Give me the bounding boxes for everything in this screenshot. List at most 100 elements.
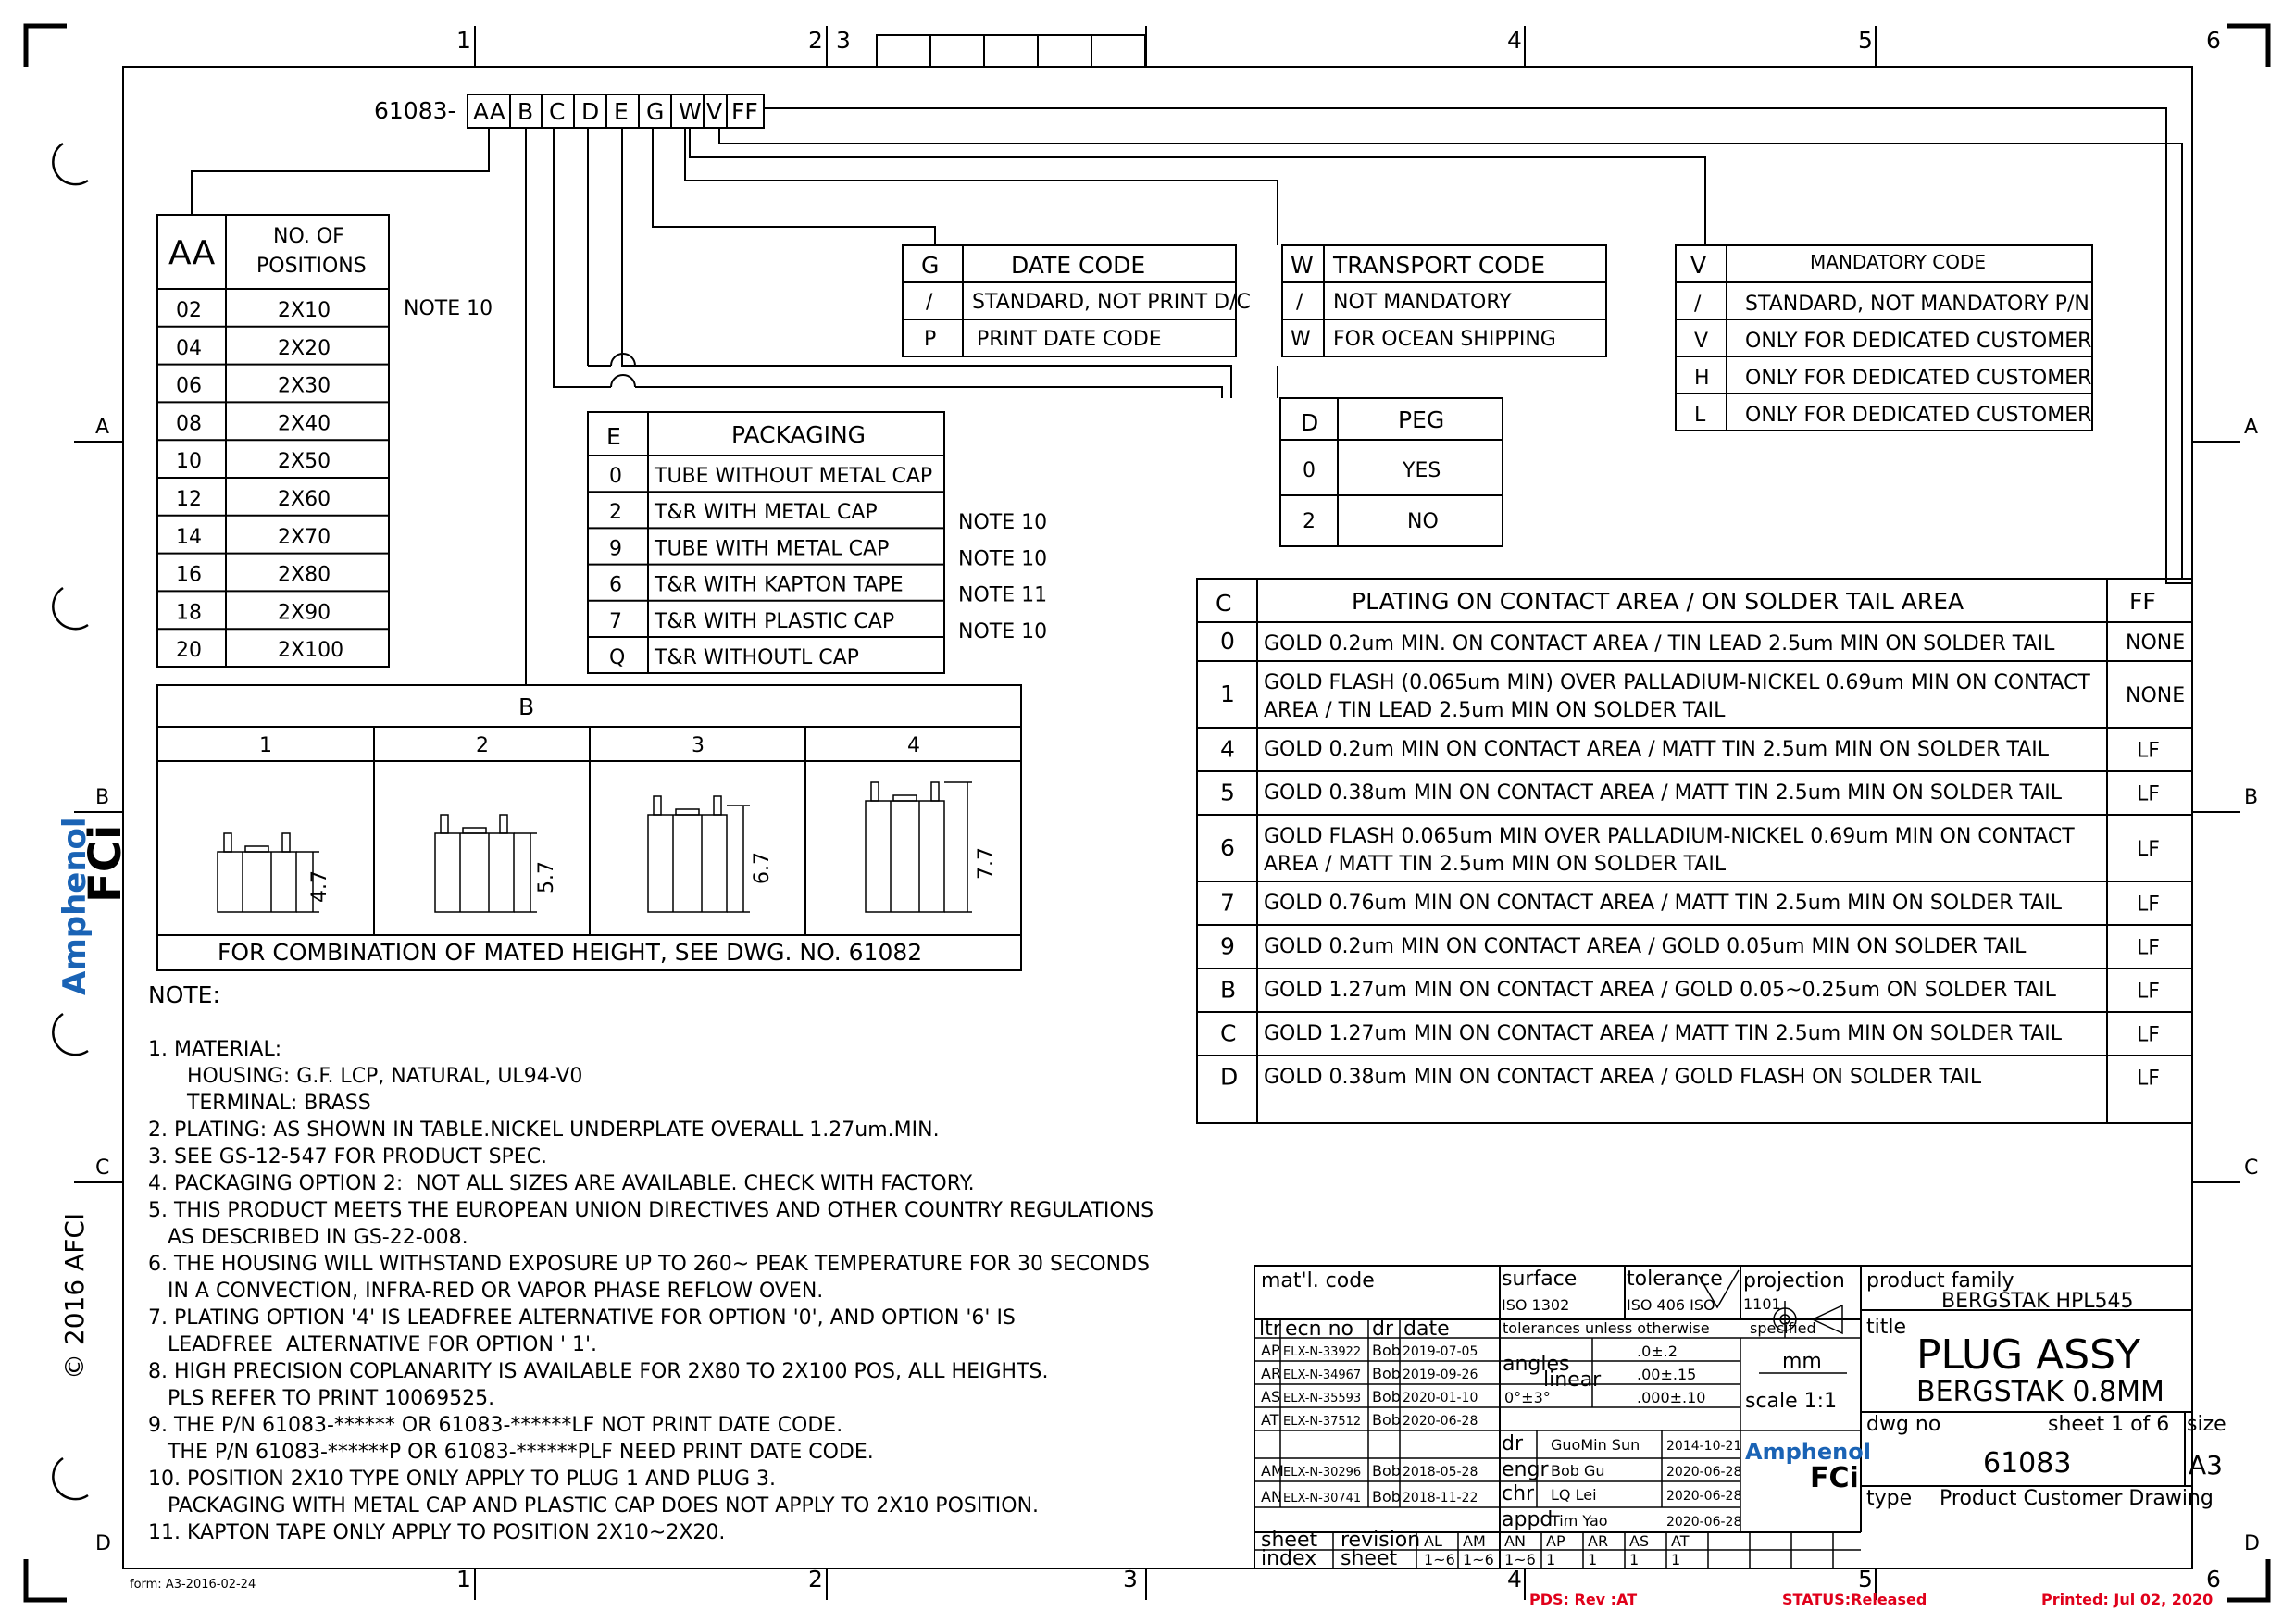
d-title: PEG xyxy=(1398,406,1444,433)
rev-date: 2020-06-28 xyxy=(1403,1414,1478,1429)
dwg-no-label: dwg no xyxy=(1866,1413,1940,1436)
e-row-code: 9 xyxy=(609,537,622,560)
titleblock-brand-fci: FCi xyxy=(1810,1462,1859,1494)
col-label: 2 xyxy=(808,27,823,54)
e-row-note: NOTE 11 xyxy=(958,584,1047,607)
projection-num: 1101 xyxy=(1743,1295,1781,1313)
note-line: AS DESCRIBED IN GS-22-008. xyxy=(148,1226,468,1249)
table-v: V MANDATORY CODE /STANDARD, NOT MANDATOR… xyxy=(1675,244,2093,431)
c-row-desc: GOLD 0.2um MIN ON CONTACT AREA / GOLD 0.… xyxy=(1264,935,2027,958)
c-row-ff: LF xyxy=(2137,1068,2160,1091)
rev-ltr: AS xyxy=(1261,1388,1280,1405)
row-label: A xyxy=(2244,416,2258,439)
e-row-code: 7 xyxy=(609,610,622,633)
g-row-desc: PRINT DATE CODE xyxy=(977,328,1162,351)
tol-val: .000±.10 xyxy=(1637,1389,1705,1406)
product-family: BERGSTAK HPL545 xyxy=(1941,1290,2134,1313)
index-row-cell: sheet xyxy=(1341,1547,1397,1570)
row-label: A xyxy=(95,416,109,439)
rev-date: 2018-11-22 xyxy=(1403,1491,1478,1505)
leader-lines xyxy=(191,107,2192,685)
aa-row-code: 02 xyxy=(176,299,202,322)
drawing-title-1: PLUG ASSY xyxy=(1916,1331,2140,1379)
printed-date: Printed: Jul 02, 2020 xyxy=(2041,1591,2213,1608)
rev-dr: Bob xyxy=(1372,1365,1401,1382)
c-row-ff: LF xyxy=(2137,783,2160,806)
row-label: C xyxy=(95,1156,109,1180)
form-label: form: A3-2016-02-24 xyxy=(130,1578,256,1592)
corner-marks xyxy=(23,23,2271,1603)
frame-ticks xyxy=(74,26,2240,1600)
v-row-code: V xyxy=(1694,330,1708,353)
note-line: 3. SEE GS-12-547 FOR PRODUCT SPEC. xyxy=(148,1145,547,1168)
table-b: B 1 2 3 4 FOR COMBINATION OF MATED HEIGH… xyxy=(156,684,1022,971)
c-row-ff: LF xyxy=(2137,893,2160,917)
aa-row-code: 20 xyxy=(176,639,202,662)
rev-header: dr xyxy=(1372,1318,1394,1341)
e-row-code: Q xyxy=(609,646,625,669)
notes: NOTE: 1. MATERIAL: HOUSING: G.F. LCP, NA… xyxy=(148,981,1154,1544)
c-row-desc: GOLD FLASH 0.065um MIN OVER PALLADIUM-NI… xyxy=(1264,825,2075,848)
sheet-text: sheet 1 of 6 xyxy=(2048,1413,2169,1436)
col-label: 3 xyxy=(836,27,851,54)
g-title: DATE CODE xyxy=(1011,252,1145,279)
c-row-code: 6 xyxy=(1220,834,1235,861)
rev-ltr: AN xyxy=(1261,1488,1282,1505)
aa-row-code: 10 xyxy=(176,450,202,473)
note-line: 4. PACKAGING OPTION 2: NOT ALL SIZES ARE… xyxy=(148,1172,975,1195)
c-row-desc: AREA / TIN LEAD 2.5um MIN ON SOLDER TAIL xyxy=(1264,699,1726,722)
part-cell: V xyxy=(706,98,722,125)
size-label: size xyxy=(2187,1413,2226,1436)
rev-dr: Bob xyxy=(1372,1462,1401,1480)
v-row-desc: ONLY FOR DEDICATED CUSTOMER xyxy=(1745,330,2091,353)
c-row-ff: LF xyxy=(2137,981,2160,1004)
connector-sketch-4 xyxy=(865,781,972,913)
matl-code-label: mat'l. code xyxy=(1261,1269,1375,1293)
row-label: B xyxy=(2244,786,2258,809)
part-cell: FF xyxy=(731,98,758,125)
angle-val: 0°±3° xyxy=(1504,1389,1551,1406)
aa-row-code: 08 xyxy=(176,412,202,435)
column-labels-bottom: 1 2 3 4 5 6 xyxy=(456,1566,2221,1593)
aa-row-positions: 2X60 xyxy=(278,488,331,511)
rev-ecn: ELX-N-30296 xyxy=(1283,1466,1361,1480)
e-row-note: NOTE 10 xyxy=(958,547,1047,570)
e-row-code: 0 xyxy=(609,465,622,488)
c-row-code: 9 xyxy=(1220,933,1235,960)
unit: mm xyxy=(1782,1350,1822,1373)
w-row-desc: NOT MANDATORY xyxy=(1333,291,1512,314)
rev-dr: Bob xyxy=(1372,1488,1401,1505)
part-cell: G xyxy=(646,98,664,125)
surface-symbol xyxy=(1698,1269,1740,1309)
col-label: 1 xyxy=(456,1566,471,1593)
table-c: C PLATING ON CONTACT AREA / ON SOLDER TA… xyxy=(1196,578,2193,1124)
col-label: 5 xyxy=(1858,27,1873,54)
notes-title: NOTE: xyxy=(148,981,220,1008)
g-code: G xyxy=(921,252,939,279)
d-row-code: 0 xyxy=(1303,459,1316,482)
e-row-desc: TUBE WITHOUT METAL CAP xyxy=(654,465,932,488)
rev-ltr: AM xyxy=(1261,1462,1284,1480)
e-title: PACKAGING xyxy=(731,421,866,448)
notes-lines: 1. MATERIAL: HOUSING: G.F. LCP, NATURAL,… xyxy=(148,1038,1154,1544)
c-row-ff: LF xyxy=(2137,1024,2160,1047)
d-code: D xyxy=(1301,409,1318,436)
rev-date: 2018-05-28 xyxy=(1403,1465,1478,1480)
index-row-cell: 1 xyxy=(1671,1551,1680,1568)
c-row-code: 0 xyxy=(1220,628,1235,655)
c-row-code: 1 xyxy=(1220,681,1235,707)
aa-row-positions: 2X20 xyxy=(278,337,331,360)
side-copyright: © 2016 AFCI xyxy=(59,1213,90,1380)
sheet-row-cell: revision xyxy=(1341,1529,1420,1552)
part-cell: W xyxy=(679,98,702,125)
b-col-label: 4 xyxy=(907,734,920,757)
aa-row-code: 16 xyxy=(176,564,202,587)
note-line: 9. THE P/N 61083-****** OR 61083-******L… xyxy=(148,1414,842,1437)
dim-4-7: 4.7 xyxy=(308,870,331,903)
rev-ecn: ELX-N-35593 xyxy=(1283,1392,1361,1405)
d-row-code: 2 xyxy=(1303,510,1316,533)
col-label: 6 xyxy=(2206,27,2221,54)
